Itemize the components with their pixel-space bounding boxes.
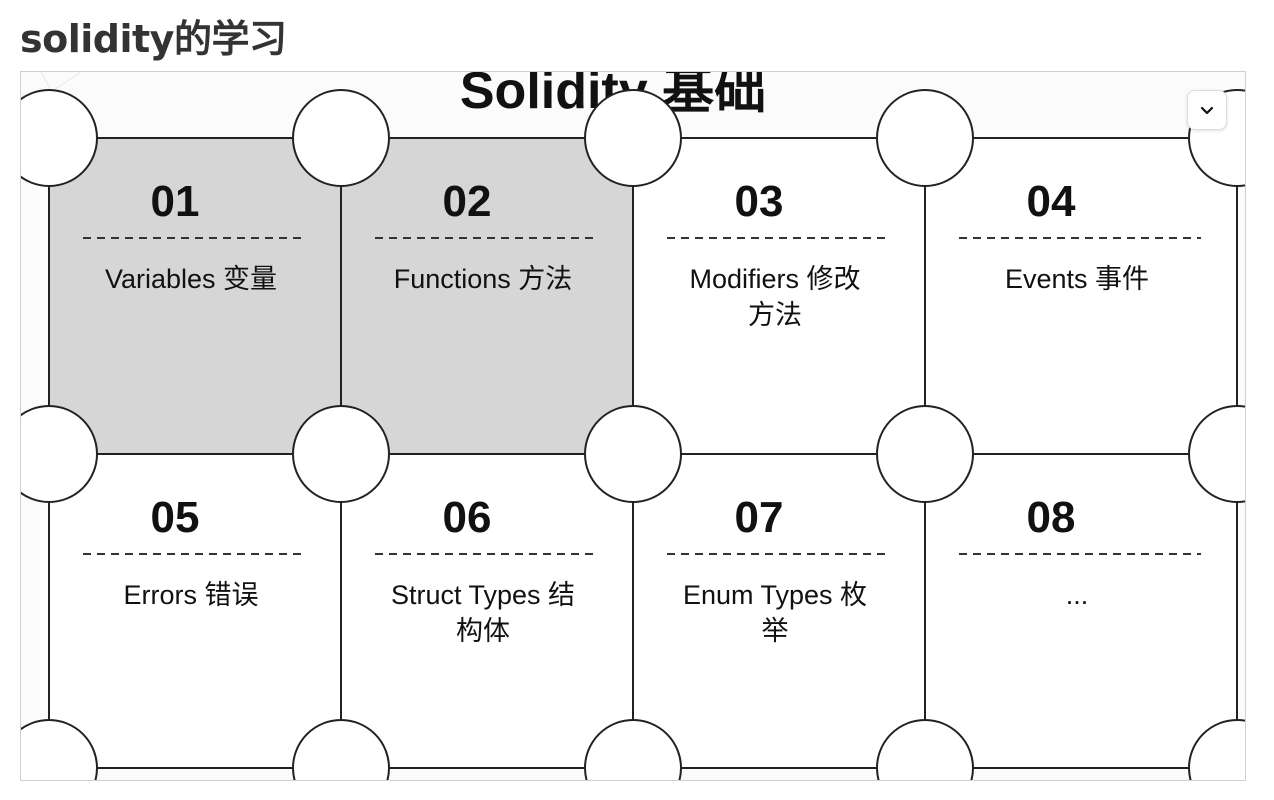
piece-label-01: Variables 变量: [105, 264, 277, 294]
puzzle-notch: [1188, 405, 1245, 503]
puzzle-notch: [584, 719, 682, 780]
puzzle-notch: [584, 405, 682, 503]
piece-label-06: Struct Types 结: [391, 580, 575, 610]
puzzle-notch: [1188, 719, 1245, 780]
piece-label-05: Errors 错误: [124, 580, 259, 610]
puzzle-notch: [292, 719, 390, 780]
puzzle-pieces: [48, 137, 1238, 769]
piece-label-07: Enum Types 枚: [683, 580, 867, 610]
puzzle-holes: [21, 89, 1245, 780]
puzzle-notch: [584, 89, 682, 187]
piece-number-06: 06: [443, 493, 492, 542]
piece-number-03: 03: [735, 177, 784, 226]
piece-label-06: 构体: [456, 616, 510, 646]
piece-number-08: 08: [1027, 493, 1076, 542]
puzzle-notch: [21, 89, 98, 187]
piece-number-02: 02: [443, 177, 492, 226]
page-title: solidity的学习: [20, 17, 287, 61]
puzzle-notch: [21, 719, 98, 780]
puzzle-piece-04: [924, 137, 1238, 455]
chevron-down-icon: [1200, 106, 1214, 115]
piece-number-07: 07: [735, 493, 784, 542]
puzzle-piece-03: [632, 137, 926, 455]
puzzle-notch: [876, 89, 974, 187]
puzzle-notch: [876, 405, 974, 503]
piece-number-05: 05: [151, 493, 200, 542]
puzzle-notch: [292, 89, 390, 187]
piece-label-02: Functions 方法: [394, 264, 573, 294]
piece-label-04: Events 事件: [1005, 264, 1149, 294]
expand-button[interactable]: [1187, 90, 1227, 130]
piece-number-04: 04: [1027, 177, 1076, 226]
piece-label-03: 方法: [748, 300, 802, 330]
puzzle-notch: [292, 405, 390, 503]
puzzle-notch: [21, 405, 98, 503]
puzzle-notch: [876, 719, 974, 780]
piece-number-01: 01: [151, 177, 200, 226]
piece-label-08: ...: [1066, 580, 1089, 610]
piece-label-03: Modifiers 修改: [689, 264, 860, 294]
piece-label-07: 举: [762, 616, 789, 646]
puzzle-piece-05: [48, 453, 342, 769]
puzzle-piece-07: [632, 453, 926, 769]
puzzle-piece-06: [340, 453, 634, 769]
puzzle-piece-08: [924, 453, 1238, 769]
